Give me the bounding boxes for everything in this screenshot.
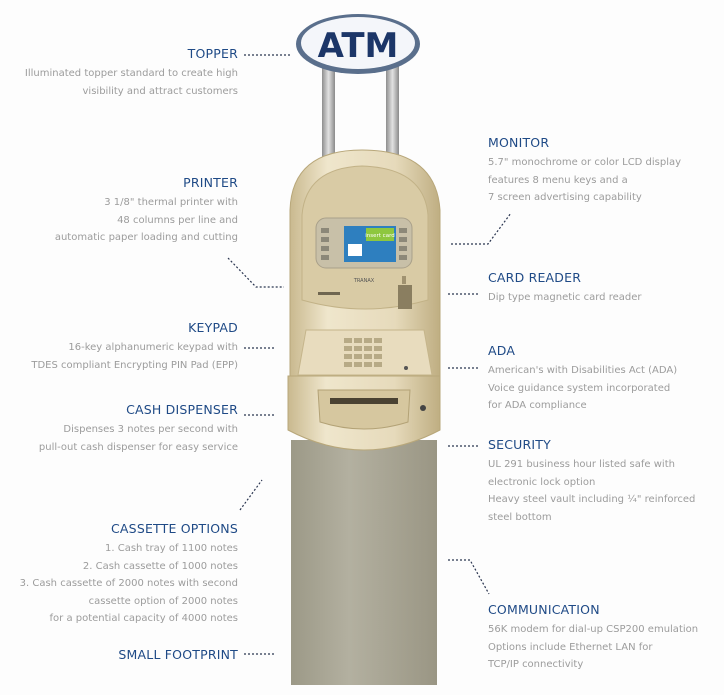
callout-text: TDES compliant Encrypting PIN Pad (EPP)	[31, 359, 238, 371]
callout-text: UL 291 business hour listed safe with	[488, 459, 675, 470]
callout-text: 56K modem for dial-up CSP200 emulation	[488, 624, 699, 635]
callout-card-reader: CARD READER Dip type magnetic card reade…	[488, 270, 724, 307]
callout-text: Dip type magnetic card reader	[488, 292, 642, 303]
topper-pole-right	[386, 66, 399, 176]
callout-title: CARD READER	[488, 270, 582, 285]
callout-text: 2. Cash cassette of 1000 notes	[82, 560, 238, 572]
callout-text: cassette option of 2000 notes	[88, 595, 238, 607]
pedestal	[291, 440, 437, 685]
callout-title: PRINTER	[183, 175, 238, 190]
callout-text: Heavy steel vault including ¼" reinforce…	[488, 494, 696, 505]
callout-title: CASH DISPENSER	[126, 402, 238, 417]
callout-text: 16-key alphanumeric keypad with	[68, 342, 238, 353]
callout-title: KEYPAD	[188, 320, 238, 335]
menu-keys	[321, 228, 407, 260]
callout-security: SECURITY UL 291 business hour listed saf…	[488, 437, 724, 526]
brand-logo: TRANAX	[353, 278, 375, 284]
callout-text: steel bottom	[488, 511, 552, 523]
callout-text: 5.7" monochrome or color LCD display	[488, 157, 682, 168]
callout-text: Dispenses 3 notes per second with	[63, 424, 238, 435]
leader-lines	[227, 54, 512, 655]
keypad	[344, 338, 382, 367]
ada-headphone-jack	[404, 366, 408, 370]
topper-text: ATM	[318, 26, 399, 66]
callout-text: features 8 menu keys and a	[488, 174, 628, 186]
callout-title: TOPPER	[187, 46, 238, 61]
callout-title: ADA	[488, 343, 516, 358]
callout-title: COMMUNICATION	[488, 602, 600, 617]
leader-communication	[448, 559, 490, 595]
callout-ada: ADA American's with Disabilities Act (AD…	[488, 343, 724, 415]
callout-text: 1. Cash tray of 1100 notes	[105, 543, 238, 554]
callout-text: electronic lock option	[488, 476, 596, 488]
leader-monitor	[451, 212, 512, 245]
callout-title: CASSETTE OPTIONS	[111, 521, 238, 536]
callout-printer: PRINTER 3 1/8" thermal printer with 48 c…	[0, 175, 238, 247]
callout-text: TCP/IP connectivity	[488, 659, 584, 670]
callout-text: 48 columns per line and	[117, 214, 238, 226]
callout-title: SECURITY	[488, 437, 551, 452]
leader-printer	[227, 257, 284, 288]
callout-text: for a potential capacity of 4000 notes	[49, 613, 238, 624]
cash-slot	[330, 398, 398, 404]
card-reader-slot	[398, 285, 412, 309]
receipt-slot	[318, 292, 340, 295]
screen-text: insert card	[365, 233, 394, 239]
callout-monitor: MONITOR 5.7" monochrome or color LCD dis…	[488, 135, 724, 207]
callout-small-footprint: SMALL FOOTPRINT	[0, 647, 238, 666]
callout-text: 3 1/8" thermal printer with	[104, 197, 238, 208]
callout-communication: COMMUNICATION 56K modem for dial-up CSP2…	[488, 602, 724, 674]
callout-keypad: KEYPAD 16-key alphanumeric keypad with T…	[0, 320, 238, 374]
callout-text: visibility and attract customers	[82, 85, 238, 97]
callout-cassette-options: CASSETTE OPTIONS 1. Cash tray of 1100 no…	[0, 521, 238, 628]
callout-title: SMALL FOOTPRINT	[118, 647, 238, 662]
lock-icon	[420, 405, 426, 411]
callout-text: Illuminated topper standard to create hi…	[24, 68, 238, 79]
callout-topper: TOPPER Illuminated topper standard to cr…	[0, 46, 238, 100]
callout-cash-dispenser: CASH DISPENSER Dispenses 3 notes per sec…	[0, 402, 238, 456]
callout-text: 7 screen advertising capability	[488, 192, 642, 203]
callout-text: for ADA compliance	[488, 400, 587, 411]
callout-text: Voice guidance system incorporated	[488, 382, 671, 394]
callout-text: 3. Cash cassette of 2000 notes with seco…	[19, 578, 238, 589]
callout-text: pull-out cash dispenser for easy service	[38, 441, 238, 453]
callout-title: MONITOR	[488, 135, 550, 150]
callout-text: automatic paper loading and cutting	[54, 232, 238, 243]
topper-pole-left	[322, 66, 335, 176]
callout-text: Options include Ethernet LAN for	[488, 641, 653, 653]
leader-cassette	[239, 479, 263, 511]
callout-text: American's with Disabilities Act (ADA)	[488, 365, 678, 376]
